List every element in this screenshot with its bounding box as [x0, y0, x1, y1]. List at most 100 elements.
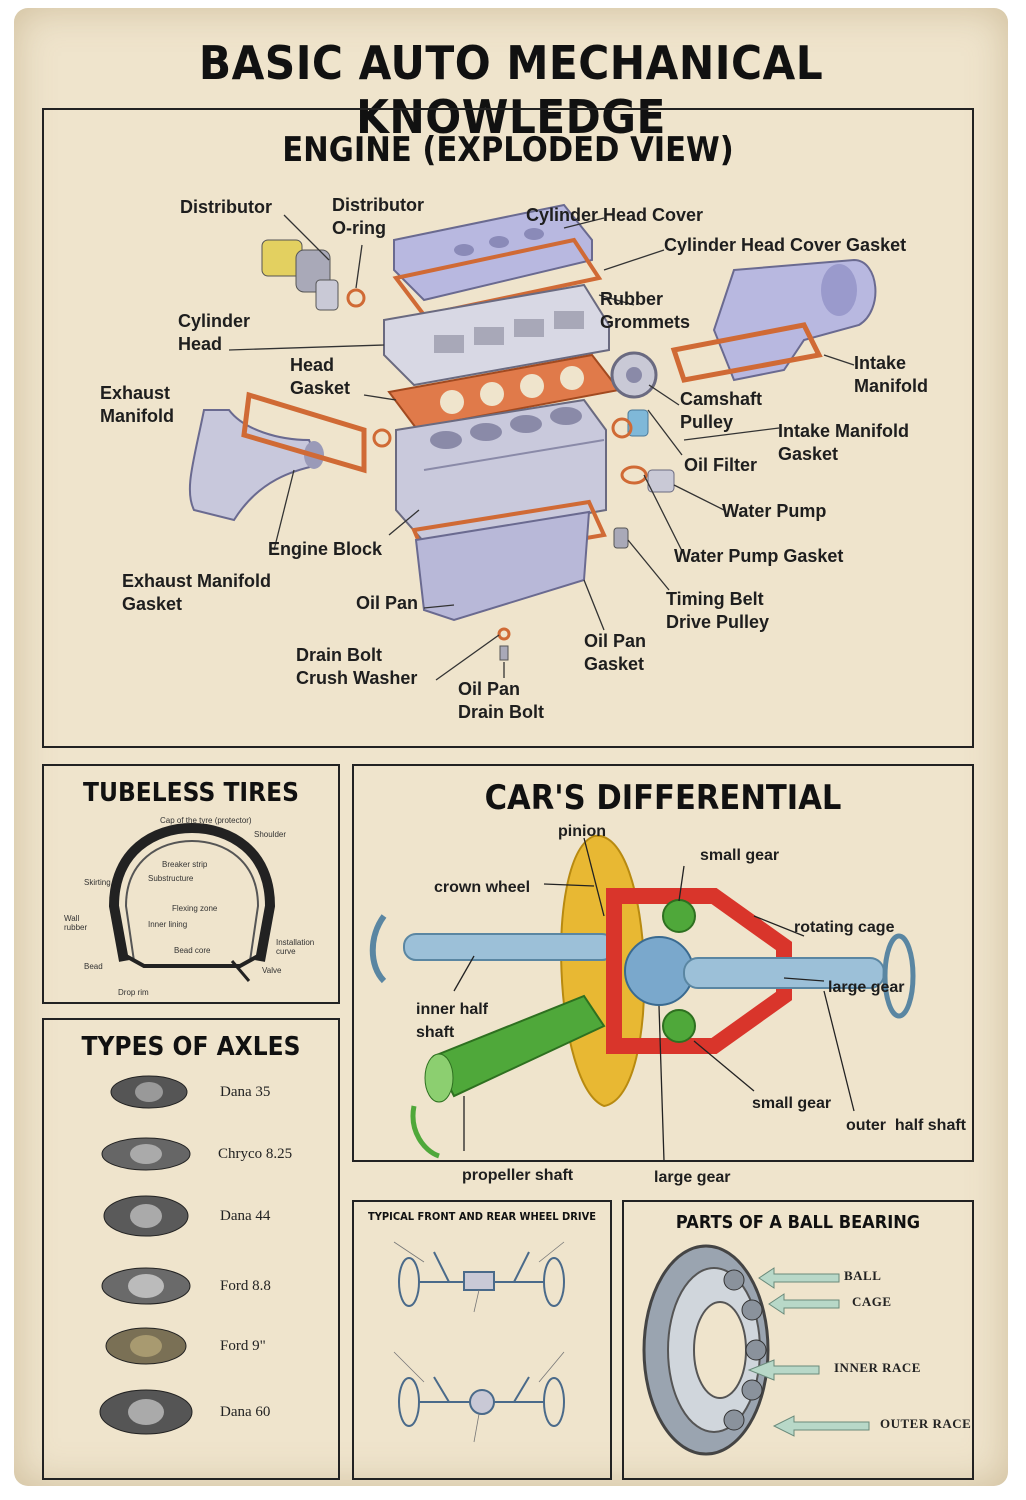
tires-panel: TUBELESS TIRES Cap of the tyre (protecto…: [42, 764, 340, 1004]
label-oil-pan-drain-bolt: Oil Pan Drain Bolt: [458, 679, 545, 722]
oring-shape: [346, 288, 366, 308]
wheel-drive-leaders: [393, 1241, 565, 1443]
diff-label-propeller-shaft: propeller shaft: [462, 1167, 574, 1184]
tire-label-cap: Cap of the tyre (protector): [160, 816, 252, 825]
poster-sheet: BASIC AUTO MECHANICAL KNOWLEDGE ENGINE (…: [14, 8, 1008, 1486]
axle-dana44-shape: [103, 1195, 189, 1237]
bearing-label-inner-race: INNER RACE: [834, 1360, 921, 1375]
tire-label-substructure: Substructure: [148, 874, 194, 883]
label-water-pump-gasket: Water Pump Gasket: [674, 546, 844, 566]
tire-label-bead: Bead: [84, 962, 103, 971]
tire-label-skirting: Skirting: [84, 878, 111, 887]
tire-label-installation-curve: Installation curve: [276, 938, 315, 956]
water-pump-gasket-shape: [620, 465, 648, 485]
bearing-label-outer-race: OUTER RACE: [880, 1416, 972, 1431]
axle-dana35-shape: [110, 1075, 188, 1109]
bearing-label-ball: BALL: [844, 1268, 882, 1283]
tire-label-breaker: Breaker strip: [162, 860, 208, 869]
intake-gasket-shape: [670, 322, 823, 383]
tire-label-valve: Valve: [262, 966, 282, 975]
bearing-balls: [723, 1269, 767, 1431]
label-oil-pan: Oil Pan: [356, 593, 419, 613]
small-gear-top-shape: [662, 899, 696, 933]
wheel-drive-title: TYPICAL FRONT AND REAR WHEEL DRIVE: [367, 1210, 596, 1223]
label-timing-belt-drive-pulley: Timing Belt Drive Pulley: [666, 589, 770, 632]
drain-bolt-shape: [499, 645, 509, 661]
axles-title: TYPES OF AXLES: [81, 1032, 301, 1062]
label-rubber-grommets: Rubber Grommets: [600, 289, 691, 332]
axle-label-4: Ford 8.8: [220, 1278, 271, 1294]
diff-label-outer-half-shaft: outer half shaft: [846, 1117, 967, 1134]
diff-label-pinion: pinion: [558, 823, 606, 840]
poster-title: BASIC AUTO MECHANICAL KNOWLEDGE: [198, 36, 824, 144]
label-exhaust-manifold-gasket: Exhaust Manifold Gasket: [122, 571, 272, 614]
label-cylinder-head-cover: Cylinder Head Cover: [526, 205, 704, 225]
rotating-cage-shape: [606, 888, 792, 1054]
label-camshaft-pulley: Camshaft Pulley: [680, 389, 763, 432]
tire-label-drop-rim: Drop rim: [118, 988, 149, 997]
axles-diagram: [99, 1075, 193, 1435]
leader-lines: [228, 214, 855, 681]
diff-label-small-gear-bottom: small gear: [752, 1095, 832, 1112]
diff-leader-lines: [453, 837, 855, 1160]
label-engine-block: Engine Block: [268, 539, 383, 559]
cylinder-head-shape: [383, 283, 610, 387]
distributor-shape: [261, 239, 339, 311]
head-cover-gasket-shape: [392, 237, 603, 318]
water-pump-shape: [647, 469, 675, 493]
axle-dana60-shape: [99, 1389, 193, 1435]
tire-label-shoulder: Shoulder: [254, 830, 287, 839]
diff-label-large-gear-bottom: large gear: [654, 1169, 731, 1186]
tires-title: TUBELESS TIRES: [82, 778, 299, 808]
engine-diagram: [188, 203, 877, 681]
bearing-panel: PARTS OF A BALL BEARING BALL CAGE INNER …: [622, 1200, 974, 1480]
inner-shaft-shape: [403, 933, 615, 961]
diff-label-crown-wheel: crown wheel: [434, 879, 531, 896]
head-cover-shape: [393, 203, 593, 302]
axle-label-1: Dana 35: [220, 1084, 271, 1100]
label-water-pump: Water Pump: [722, 501, 827, 521]
diff-label-rotating-cage: rotating cage: [794, 919, 895, 936]
differential-diagram: [369, 834, 916, 1160]
tire-label-flexing: Flexing zone: [172, 904, 218, 913]
bearing-title: PARTS OF A BALL BEARING: [675, 1212, 921, 1233]
label-drain-bolt-crush-washer: Drain Bolt Crush Washer: [296, 645, 418, 688]
label-cylinder-head: Cylinder Head: [178, 311, 251, 354]
front-suspension-shape: [398, 1251, 565, 1307]
axle-ford88-shape: [101, 1267, 191, 1305]
differential-panel: CAR'S DIFFERENTIAL: [352, 764, 974, 1186]
axle-ford9-shape: [105, 1327, 187, 1365]
tire-label-wall-rubber: Wall rubber: [64, 914, 88, 932]
timing-pulley-shape: [613, 527, 629, 549]
axle-label-6: Dana 60: [220, 1404, 271, 1420]
label-oil-pan-gasket: Oil Pan Gasket: [584, 631, 647, 674]
label-head-cover-gasket: Cylinder Head Cover Gasket: [664, 235, 907, 255]
crush-washer-shape: [497, 627, 511, 641]
label-distributor-oring: Distributor O-ring: [332, 195, 424, 238]
diff-label-large-gear-right: large gear: [828, 979, 905, 996]
bearing-arrows: [747, 1267, 870, 1437]
axles-panel: TYPES OF AXLES Dana 35 Chryco 8.25 Dana …: [42, 1018, 340, 1480]
engine-panel: ENGINE (EXPLODED VIEW): [42, 108, 974, 748]
engine-title: ENGINE (EXPLODED VIEW): [282, 130, 734, 170]
intake-manifold-shape: [712, 258, 877, 382]
oil-pan-shape: [414, 510, 591, 622]
exhaust-gasket-shape: [241, 391, 367, 474]
label-exhaust-manifold: Exhaust Manifold: [100, 383, 174, 426]
wheel-drive-panel: TYPICAL FRONT AND REAR WHEEL DRIVE: [352, 1200, 612, 1480]
label-distributor: Distributor: [180, 197, 272, 217]
differential-title: CAR'S DIFFERENTIAL: [484, 778, 842, 818]
axle-label-5: Ford 9": [220, 1338, 266, 1354]
diff-label-inner-half-shaft: inner half shaft: [416, 1001, 489, 1041]
small-gear-bottom-shape: [662, 1009, 696, 1043]
exhaust-manifold-shape: [188, 409, 324, 522]
tire-label-bead-core: Bead core: [174, 946, 211, 955]
bearing-label-cage: CAGE: [852, 1294, 892, 1309]
label-head-gasket: Head Gasket: [290, 355, 351, 398]
wheel-drive-diagram: [393, 1241, 565, 1443]
label-oil-filter: Oil Filter: [684, 455, 758, 475]
label-intake-manifold-gasket: Intake Manifold Gasket: [778, 421, 910, 464]
axle-label-2: Chryco 8.25: [218, 1146, 293, 1162]
large-gear-shape: [624, 936, 694, 1006]
axle-chryco-shape: [101, 1137, 191, 1171]
